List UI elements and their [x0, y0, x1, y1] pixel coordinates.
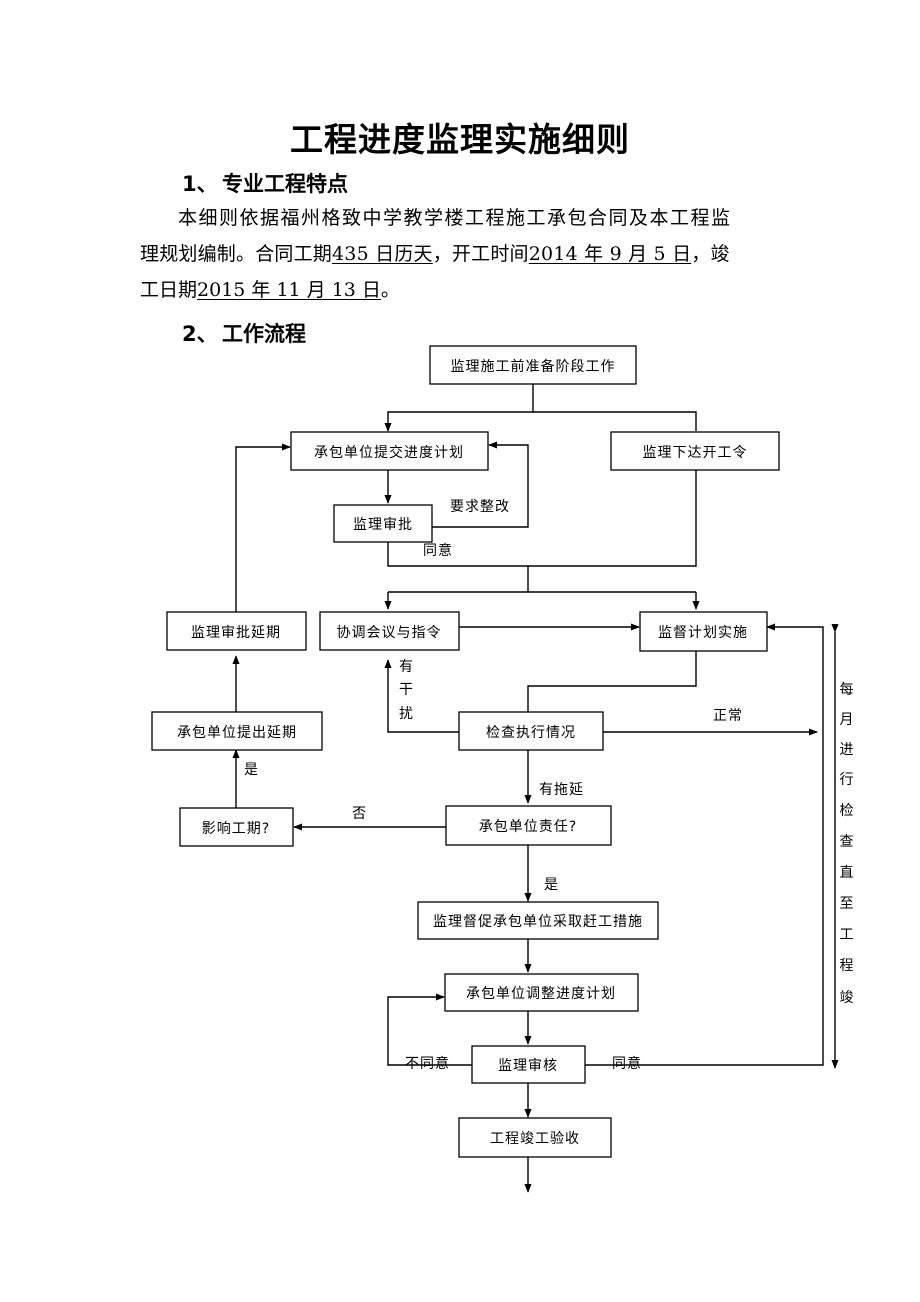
- box-review: [471, 1045, 586, 1084]
- box-extension-approve-label: 监理审批延期: [191, 625, 281, 641]
- side-char: 进: [840, 742, 855, 758]
- box-check-label: 检查执行情况: [486, 725, 576, 741]
- side-char: 工: [840, 927, 855, 943]
- start-date: 2014 年 9 月 5 日: [528, 243, 692, 265]
- box-supervise-label: 监督计划实施: [658, 625, 748, 641]
- box-extension-apply-label: 承包单位提出延期: [177, 725, 297, 741]
- section-title: 工作流程: [222, 322, 306, 346]
- text-run: ，开工时间: [432, 243, 529, 265]
- box-acceptance-label: 工程竣工验收: [490, 1131, 580, 1147]
- box-start-order: [610, 431, 780, 471]
- label-yes: 是: [544, 877, 559, 893]
- box-approve: [333, 504, 433, 543]
- flow-boxes: 监理施工前准备阶段工作 承包单位提交进度计划 监理下达开工令 监理审批 监理审批…: [151, 345, 780, 1158]
- label-interfere-3: 扰: [399, 706, 414, 722]
- box-prep: [429, 345, 637, 385]
- completion-date: 2015 年 11 月 13 日: [197, 279, 381, 301]
- label-no: 否: [352, 806, 367, 822]
- box-urge: [417, 901, 659, 940]
- box-start-order-label: 监理下达开工令: [643, 445, 748, 461]
- text-run: 本细则依据福州格致中学教学楼工程施工承包合同及本工程监: [178, 207, 732, 229]
- section-number: 1、: [182, 172, 218, 196]
- box-adjust-label: 承包单位调整进度计划: [466, 986, 616, 1002]
- section-title: 专业工程特点: [222, 172, 348, 196]
- section-heading-1: 1、专业工程特点: [182, 168, 348, 198]
- label-normal: 正常: [713, 708, 743, 724]
- label-agree: 同意: [612, 1055, 642, 1072]
- box-adjust: [444, 973, 639, 1012]
- section-number: 2、: [182, 322, 218, 346]
- side-char: 程: [840, 958, 855, 974]
- label-interfere-2: 干: [399, 682, 414, 698]
- contract-duration: 435 日历天: [332, 243, 433, 265]
- side-char: 行: [840, 772, 855, 788]
- side-char: 查: [840, 834, 855, 850]
- text-run: 。: [380, 279, 400, 301]
- monthly-check-label: 每 月 进 行 检 查 直 至 工 程 竣: [840, 682, 855, 1006]
- box-check: [458, 711, 604, 751]
- text-run: 理规划编制。合同工期: [140, 243, 333, 265]
- label-rectify: 要求整改: [450, 499, 510, 515]
- side-char: 检: [840, 803, 855, 819]
- side-char: 直: [840, 864, 855, 881]
- label-yes: 是: [244, 762, 259, 778]
- box-supervise: [639, 611, 768, 652]
- connectors: [232, 384, 839, 1193]
- label-delay: 有拖延: [539, 782, 584, 798]
- box-responsible: [445, 805, 612, 846]
- edge-labels: 要求整改 同意 有 干 扰 正常 是 有拖延 否 是 不同意 同意: [244, 499, 743, 1072]
- side-char: 月: [840, 712, 855, 728]
- box-responsible-label: 承包单位责任?: [479, 819, 577, 835]
- paragraph-line: 理规划编制。合同工期435 日历天，开工时间2014 年 9 月 5 日，竣: [140, 236, 780, 272]
- box-approve-label: 监理审批: [353, 517, 413, 533]
- label-interfere-1: 有: [399, 659, 414, 675]
- side-char: 至: [840, 896, 855, 912]
- box-urge-label: 监理督促承包单位采取赶工措施: [433, 914, 643, 930]
- box-impact-label: 影响工期?: [202, 821, 270, 837]
- page-title: 工程进度监理实施细则: [290, 120, 630, 159]
- text-run: ，竣: [691, 243, 730, 265]
- paragraph-line: 本细则依据福州格致中学教学楼工程施工承包合同及本工程监: [140, 200, 780, 236]
- label-agree: 同意: [423, 542, 453, 559]
- paragraph-line: 工日期2015 年 11 月 13 日。: [140, 272, 780, 308]
- box-impact: [179, 807, 294, 847]
- box-acceptance: [458, 1117, 612, 1158]
- section-heading-2: 2、工作流程: [182, 318, 306, 348]
- side-char: 每: [840, 682, 855, 698]
- side-char: 竣: [840, 990, 855, 1006]
- box-extension-apply: [151, 711, 323, 751]
- box-coordinate-label: 协调会议与指令: [337, 625, 442, 641]
- box-review-label: 监理审核: [498, 1058, 558, 1074]
- body-paragraph: 本细则依据福州格致中学教学楼工程施工承包合同及本工程监 理规划编制。合同工期43…: [140, 200, 780, 308]
- label-disagree: 不同意: [405, 1055, 450, 1072]
- box-submit-plan: [290, 431, 489, 471]
- box-extension-approve: [166, 611, 307, 651]
- box-coordinate: [319, 611, 460, 651]
- text-run: 工日期: [140, 279, 198, 301]
- box-submit-plan-label: 承包单位提交进度计划: [314, 444, 464, 461]
- box-prep-label: 监理施工前准备阶段工作: [451, 358, 616, 375]
